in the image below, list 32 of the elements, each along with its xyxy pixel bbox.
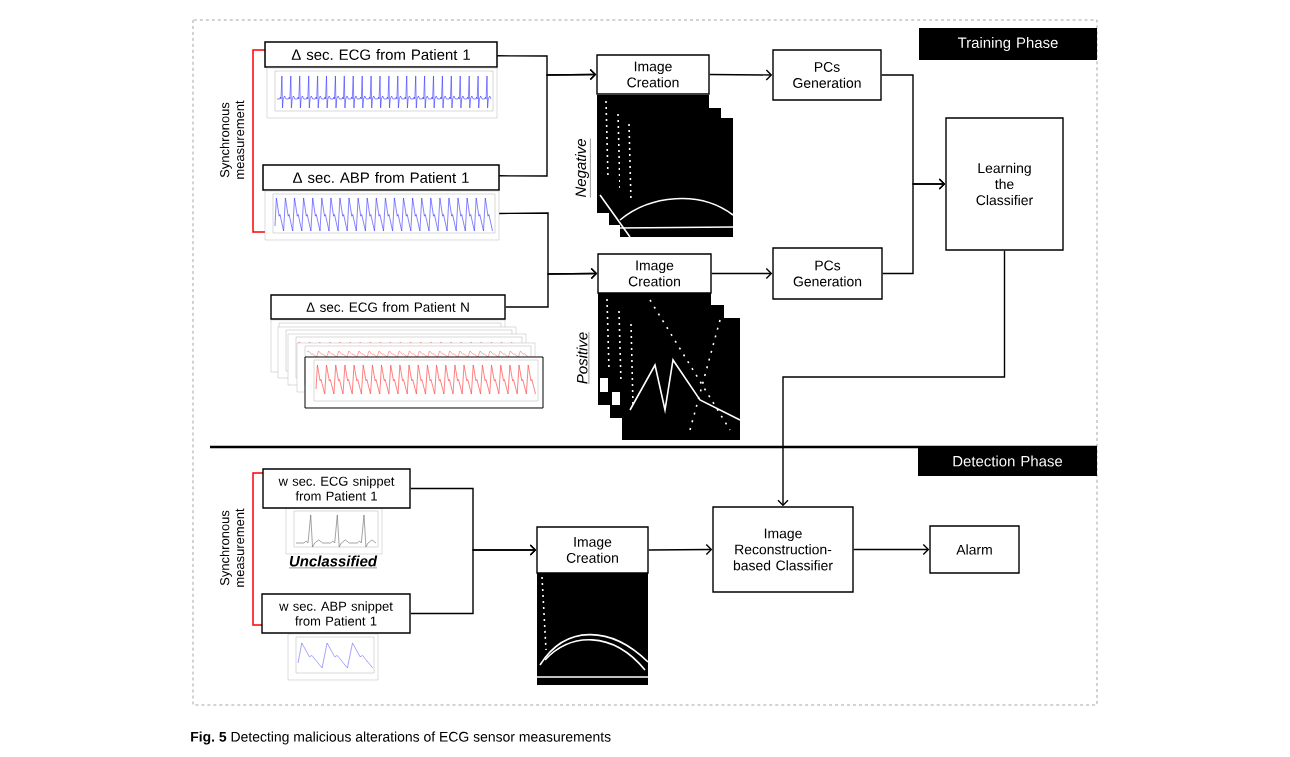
- annotation-text: Negative: [575, 138, 591, 198]
- figure-caption: Fig. 5 Detecting malicious alterations of ECG sensor measurements: [191, 731, 611, 745]
- process-box: Image Reconstruction-based Classifier: [712, 506, 854, 593]
- phase-banner: Training Phase: [919, 28, 1097, 60]
- signal-plot-panel: Δ sec. ECG from Patient 1: [264, 41, 498, 119]
- arrow: [709, 69, 773, 81]
- arrow: [505, 267, 598, 308]
- annotation-text: Unclassified: [288, 555, 378, 569]
- arrow: [711, 267, 773, 280]
- process-box: Image Creation: [597, 253, 712, 294]
- snippet-box: w sec. ECG snippet from Patient 1: [262, 468, 411, 509]
- node-label: Δ sec. ECG from Patient 1: [291, 49, 470, 60]
- process-box: Image Creation: [596, 54, 710, 95]
- process-box: Image Creation: [536, 526, 649, 574]
- arrow: [498, 68, 597, 177]
- node-label: Δ sec. ABP from Patient 1: [292, 172, 469, 183]
- arrow: [777, 250, 1006, 507]
- signal-title-box: Δ sec. ECG from Patient N: [270, 294, 506, 320]
- side-label: Synchronous measurement: [219, 508, 245, 587]
- arrow: [882, 178, 946, 275]
- side-label: Synchronous measurement: [219, 100, 245, 179]
- arrow: [853, 543, 930, 556]
- process-box: PCs Generation: [772, 49, 882, 101]
- arrow: [648, 543, 713, 556]
- snippet-box: w sec. ABP snippet from Patient 1: [261, 593, 411, 634]
- phase-banner: Detection Phase: [918, 446, 1097, 476]
- process-box: PCs Generation: [772, 247, 883, 300]
- arrow: [410, 544, 537, 615]
- process-box: Alarm: [929, 525, 1020, 574]
- annotation-text: Positive: [576, 331, 590, 385]
- process-box: Learning the Classifier: [945, 117, 1064, 251]
- signal-plot-panel: Δ sec. ABP from Patient 1: [262, 164, 500, 241]
